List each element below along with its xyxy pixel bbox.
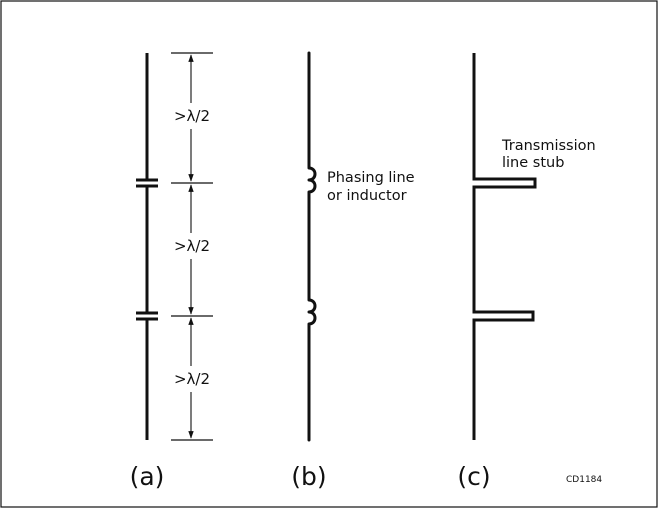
- capacitor-a-lower: [136, 311, 158, 321]
- panel-label-b: (b): [291, 462, 326, 491]
- figure-code: CD1184: [566, 475, 602, 485]
- annotation-b-line-1: Phasing line: [327, 170, 415, 186]
- panel-b: Phasing line or inductor (b): [291, 51, 415, 491]
- panel-c: Transmission line stub (c): [457, 53, 596, 491]
- panel-a: >λ/2 >λ/2 >λ/2 (a): [130, 52, 213, 491]
- panel-label-c: (c): [457, 462, 490, 491]
- annotation-b-line-2: or inductor: [327, 188, 407, 204]
- capacitor-a-upper: [136, 178, 158, 188]
- annotation-c-line-1: Transmission: [501, 138, 596, 154]
- dimension-label-2: >λ/2: [174, 237, 210, 255]
- panel-label-a: (a): [130, 462, 165, 491]
- dimension-label-1: >λ/2: [174, 107, 210, 125]
- antenna-element-c: [472, 53, 537, 440]
- antenna-element-b: [307, 51, 317, 442]
- annotation-c-line-2: line stub: [502, 155, 564, 171]
- dimension-label-3: >λ/2: [174, 370, 210, 388]
